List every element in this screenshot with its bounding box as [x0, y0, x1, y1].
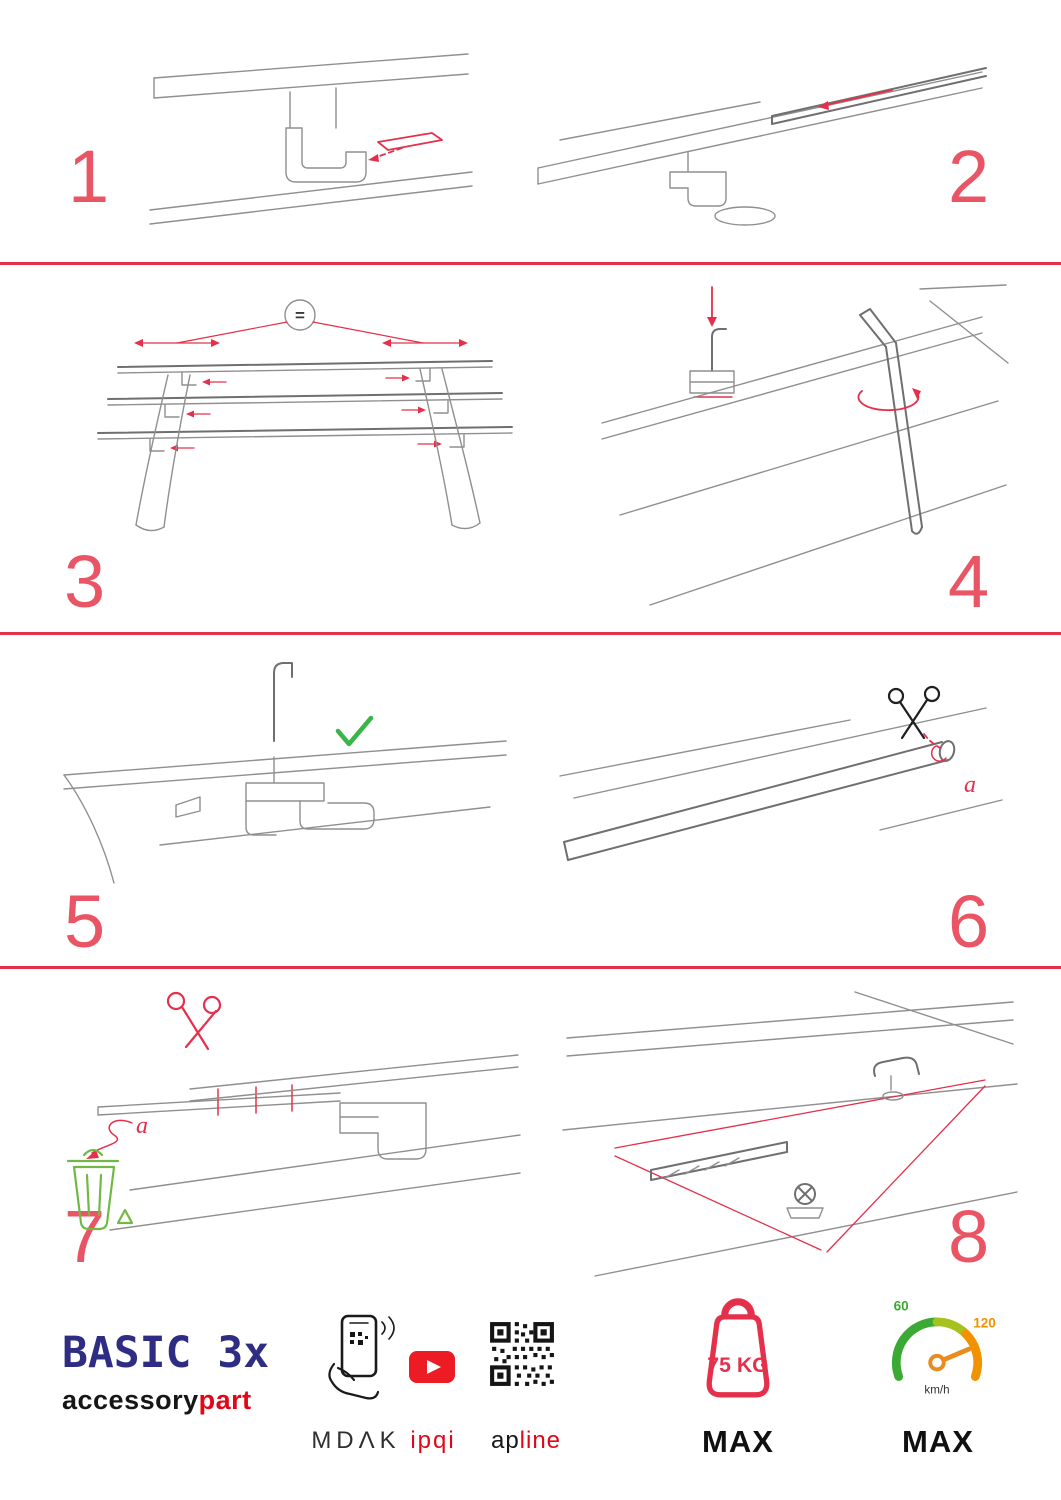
brand-name: accessorypart: [62, 1385, 269, 1416]
speed-unit-label: km/h: [924, 1384, 949, 1397]
insert-plate-arrow: [368, 132, 443, 162]
step-8-illustration: [562, 991, 1018, 1277]
crossbar-sketch: [537, 71, 983, 185]
step-4-illustration: [601, 284, 1009, 606]
brand-name-red: part: [198, 1385, 252, 1415]
weight-max-label: MAX: [702, 1424, 774, 1459]
crossbar-clamp-sketch: [109, 1054, 521, 1231]
dimension-arrows: [134, 339, 468, 347]
speedometer-icon: 60 120 km/h: [891, 1298, 996, 1397]
roof-sketch: [562, 991, 1018, 1277]
weight-limit-label: 75 KG: [707, 1353, 768, 1377]
foot-adjust-arrows: [170, 374, 442, 452]
pin-sketch: [273, 662, 293, 742]
roof-rail-sketch: [601, 284, 1009, 606]
step-3-illustration: =: [97, 299, 513, 532]
qr-label-red: line: [519, 1427, 562, 1454]
step-4-number: 4: [948, 540, 990, 623]
crossbar-segment-sketch: [650, 1141, 788, 1181]
step-2-illustration: [537, 67, 987, 226]
step-1-illustration: [149, 53, 473, 225]
adapter-sketch: [873, 1056, 920, 1101]
step-1-number: 1: [68, 135, 110, 218]
discard-arrow: [86, 1119, 133, 1159]
equal-spacing-label: =: [295, 306, 305, 325]
brand-name-black: accessory: [62, 1385, 199, 1415]
speed-low-label: 60: [894, 1298, 909, 1313]
clamp-sketch: [175, 756, 375, 836]
cut-label-a: a: [964, 772, 976, 798]
speed-high-label: 120: [973, 1316, 996, 1331]
qr-code-icon: [490, 1322, 554, 1386]
product-name: BASIC 3x: [62, 1328, 270, 1378]
step-3-number: 3: [64, 540, 106, 623]
excess-strip-sketch: [97, 1084, 341, 1116]
section-divider: [0, 632, 1061, 635]
step-6-illustration: a: [559, 685, 1003, 861]
qr-label-black: ap: [490, 1427, 520, 1454]
phone-scan-icon: [328, 1314, 395, 1400]
step-8-number: 8: [948, 1195, 990, 1278]
roof-sketch: [63, 740, 507, 884]
crossbars-sketch: [97, 360, 513, 452]
step-5-number: 5: [64, 880, 106, 963]
clamp-sketch: [285, 87, 367, 183]
section-divider: [0, 966, 1061, 969]
youtube-icon: [409, 1351, 455, 1383]
clamp-sketch: [669, 151, 776, 226]
cover-strip-sketch: [771, 67, 987, 125]
check-icon: [335, 715, 374, 747]
roof-sketch: [559, 707, 1003, 831]
brand-block: BASIC 3x accessorypart: [62, 1332, 269, 1416]
weight-icon: 75 KG: [706, 1298, 770, 1398]
speed-max-label: MAX: [902, 1424, 974, 1459]
crossbar-sketch: [563, 740, 956, 861]
step-6-number: 6: [948, 880, 990, 963]
app-label: MDΛK: [311, 1427, 401, 1454]
step-2-number: 2: [948, 135, 990, 218]
roof-rail-sketch: [149, 53, 473, 225]
tbolt-sketch: [786, 1183, 824, 1219]
section-divider: [0, 262, 1061, 265]
insert-pin-arrow: [707, 286, 717, 327]
alignment-lines: [614, 1079, 986, 1253]
youtube-channel-label: ipqi: [410, 1427, 456, 1454]
cut-label-a: a: [136, 1113, 148, 1139]
cut-line: [923, 733, 941, 749]
step-7-illustration: a: [66, 991, 521, 1231]
trash-recycle-icon: [66, 1148, 134, 1231]
qr-label: apline: [480, 1427, 572, 1455]
rotate-arrow: [857, 388, 921, 412]
side-rails-sketch: [135, 368, 481, 532]
scissors-icon: [166, 991, 222, 1051]
scissors-icon: [887, 685, 941, 740]
allen-key-sketch: [859, 308, 923, 535]
slide-arrow: [818, 89, 893, 110]
pin-and-clamp-sketch: [689, 328, 735, 398]
step-5-illustration: [63, 662, 507, 884]
equal-spacing-badge: =: [176, 299, 424, 344]
